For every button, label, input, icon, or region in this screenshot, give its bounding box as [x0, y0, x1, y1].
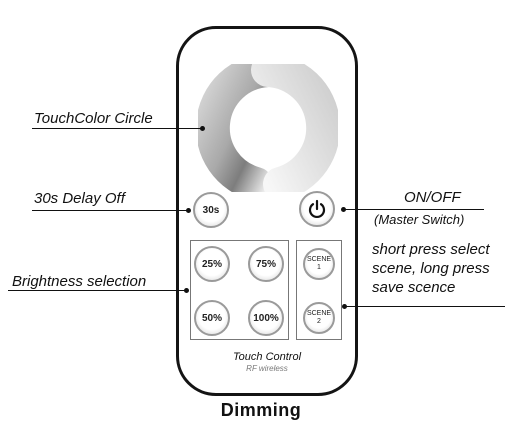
scene-desc-line-1: short press select	[372, 241, 490, 258]
on-off-leader-dot	[341, 207, 346, 212]
delay-off-button[interactable]: 30s	[193, 192, 229, 228]
on-off-leader	[344, 209, 484, 210]
scene-leader	[345, 306, 505, 307]
brightness-leader	[8, 290, 186, 291]
touch-circle-label: TouchColor Circle	[34, 110, 153, 127]
master-switch-label: (Master Switch)	[374, 212, 465, 227]
delay-off-leader	[32, 210, 188, 211]
brightness-100-button[interactable]: 100%	[248, 300, 284, 336]
scene-2-label: SCENE	[306, 310, 332, 317]
on-off-label: ON/OFF	[404, 189, 461, 206]
scene-1-label: SCENE	[306, 256, 332, 263]
touch-circle-leader	[32, 128, 202, 129]
scene-description: short press select scene, long press sav…	[372, 240, 522, 297]
brightness-50-button[interactable]: 50%	[194, 300, 230, 336]
brightness-75-label: 75%	[255, 258, 276, 270]
brightness-leader-dot	[184, 288, 189, 293]
scene-group	[296, 240, 342, 340]
brightness-25-button[interactable]: 25%	[194, 246, 230, 282]
scene-2-number: 2	[317, 318, 321, 325]
brightness-group	[190, 240, 289, 340]
scene-desc-line-2: scene, long press	[372, 260, 490, 277]
delay-off-button-label: 30s	[202, 204, 220, 216]
brightness-50-label: 50%	[201, 312, 222, 324]
brightness-75-button[interactable]: 75%	[248, 246, 284, 282]
touch-circle-leader-dot	[200, 126, 205, 131]
power-button[interactable]	[299, 191, 335, 227]
delay-off-leader-dot	[186, 208, 191, 213]
scene-2-button[interactable]: SCENE 2	[303, 302, 335, 334]
delay-off-label: 30s Delay Off	[34, 190, 125, 207]
brand-subtitle: RF wireless	[246, 364, 288, 373]
brightness-label: Brightness selection	[12, 273, 147, 290]
scene-leader-dot	[342, 304, 347, 309]
scene-1-button[interactable]: SCENE 1	[303, 248, 335, 280]
power-icon	[308, 199, 326, 218]
brightness-100-label: 100%	[253, 312, 279, 324]
scene-desc-line-3: save scence	[372, 279, 456, 296]
brand-title: Touch Control	[232, 351, 302, 363]
touch-color-wheel[interactable]	[198, 64, 338, 192]
scene-1-number: 1	[317, 264, 321, 271]
brightness-25-label: 25%	[201, 258, 222, 270]
figure-caption: Dimming	[220, 400, 302, 420]
